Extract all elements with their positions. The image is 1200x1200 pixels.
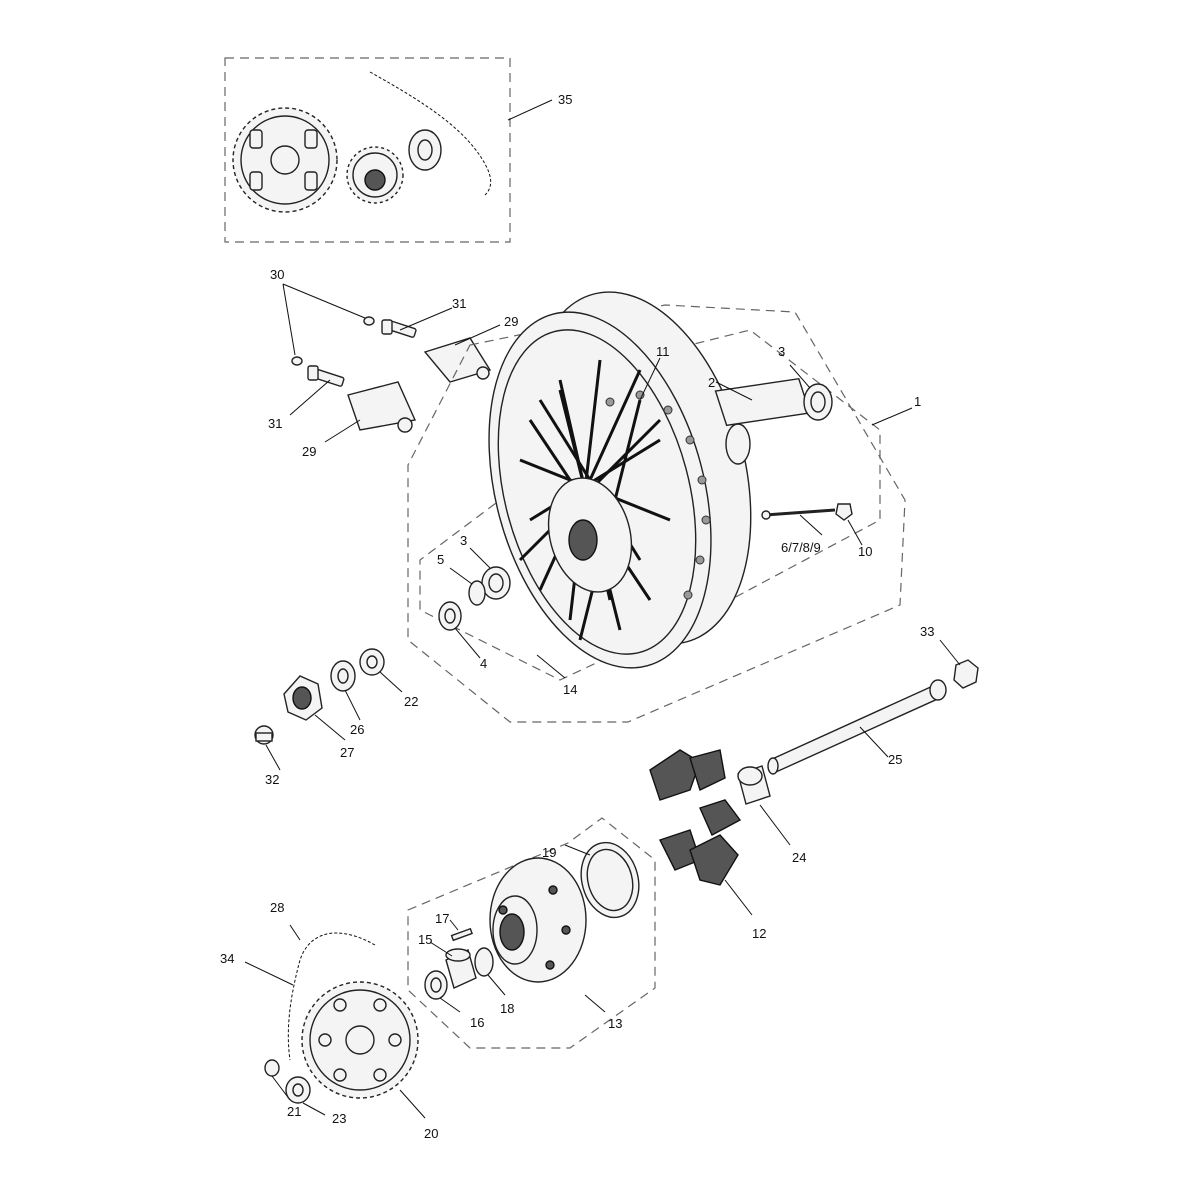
spindle-left-parts: 22 26 27 32 bbox=[254, 648, 418, 787]
spoke-nipple bbox=[835, 503, 853, 521]
chain-adjuster-upper bbox=[423, 337, 492, 383]
seal-left bbox=[438, 601, 462, 631]
callout-14: 14 bbox=[563, 682, 577, 697]
callout-27: 27 bbox=[340, 745, 354, 760]
callout-3-left: 3 bbox=[460, 533, 467, 548]
wheel-spacer bbox=[714, 377, 811, 465]
o-ring-lower bbox=[291, 356, 303, 366]
chain-adjuster-group: 30 31 29 31 29 bbox=[268, 267, 518, 459]
callout-13: 13 bbox=[608, 1016, 622, 1031]
sprocket-nut bbox=[264, 1059, 280, 1077]
callout-22: 22 bbox=[404, 694, 418, 709]
front-sprocket bbox=[346, 146, 404, 204]
callout-5: 5 bbox=[437, 552, 444, 567]
rear-sprocket bbox=[301, 981, 419, 1099]
drive-chain bbox=[287, 932, 376, 1061]
callout-10: 10 bbox=[858, 544, 872, 559]
callout-18: 18 bbox=[500, 1001, 514, 1016]
bearing-15 bbox=[445, 948, 477, 989]
wheel-assembly-group: 11 2 3 6/7/8/9 10 1 3 5 bbox=[407, 291, 921, 723]
callout-4: 4 bbox=[480, 656, 487, 671]
cush-drive-rubbers bbox=[649, 749, 742, 886]
callout-28: 28 bbox=[270, 900, 284, 915]
axle-nut bbox=[953, 659, 979, 689]
sprocket-carrier-group: 19 17 15 18 16 13 bbox=[407, 817, 656, 1049]
bearing-left bbox=[481, 566, 511, 600]
callout-23: 23 bbox=[332, 1111, 346, 1126]
callout-21: 21 bbox=[287, 1104, 301, 1119]
sprocket-washer-23 bbox=[285, 1076, 311, 1104]
o-ring-upper bbox=[363, 316, 375, 326]
chain-adjuster-lower bbox=[347, 381, 417, 431]
callout-3-right: 3 bbox=[778, 344, 785, 359]
callout-25: 25 bbox=[888, 752, 902, 767]
wheel-assembly-boundary bbox=[407, 304, 906, 723]
callout-32: 32 bbox=[265, 772, 279, 787]
rear-axle bbox=[767, 679, 947, 775]
chain-kit-group: 35 bbox=[224, 57, 572, 243]
callout-30: 30 bbox=[270, 267, 284, 282]
circlip-18 bbox=[474, 947, 494, 977]
callout-19: 19 bbox=[542, 845, 556, 860]
sprocket-carrier-boundary bbox=[407, 817, 656, 1049]
callout-26: 26 bbox=[350, 722, 364, 737]
drive-chain-kit bbox=[369, 71, 492, 196]
callout-35: 35 bbox=[558, 92, 572, 107]
callout-34: 34 bbox=[220, 951, 234, 966]
carrier-seal-19 bbox=[580, 841, 640, 919]
spindle-cap bbox=[254, 725, 274, 745]
spoke-6789 bbox=[764, 508, 836, 517]
spacer-16 bbox=[424, 970, 448, 1000]
callout-29-upper: 29 bbox=[504, 314, 518, 329]
chain-kit-boundary bbox=[224, 57, 511, 243]
callout-31-upper: 31 bbox=[452, 296, 466, 311]
callout-20: 20 bbox=[424, 1126, 438, 1141]
spindle-washer bbox=[330, 660, 356, 692]
callout-15: 15 bbox=[418, 932, 432, 947]
callout-24: 24 bbox=[792, 850, 806, 865]
spindle-nut bbox=[283, 675, 323, 721]
spoked-wheel bbox=[488, 291, 752, 669]
cush-drive-group: 24 12 bbox=[649, 749, 806, 941]
rear-sprocket-kit bbox=[232, 107, 338, 213]
callout-2: 2 bbox=[708, 375, 715, 390]
callout-17: 17 bbox=[435, 911, 449, 926]
sprocket-washer bbox=[408, 129, 442, 171]
callout-12: 12 bbox=[752, 926, 766, 941]
callout-6789: 6/7/8/9 bbox=[781, 540, 821, 555]
callout-11: 11 bbox=[656, 344, 670, 359]
callout-33: 33 bbox=[920, 624, 934, 639]
circlip bbox=[468, 580, 486, 606]
rear-axle-group: 25 33 bbox=[767, 624, 979, 775]
spacer-24 bbox=[737, 765, 771, 805]
sprocket-carrier bbox=[489, 857, 587, 983]
spindle-spacer bbox=[359, 648, 385, 676]
rear-sprocket-group: 28 34 21 23 20 bbox=[220, 900, 438, 1141]
callout-1: 1 bbox=[914, 394, 921, 409]
dowel-pin-17 bbox=[450, 927, 473, 942]
callout-16: 16 bbox=[470, 1015, 484, 1030]
callout-29-lower: 29 bbox=[302, 444, 316, 459]
callout-31-lower: 31 bbox=[268, 416, 282, 431]
bearing-right bbox=[803, 383, 833, 421]
